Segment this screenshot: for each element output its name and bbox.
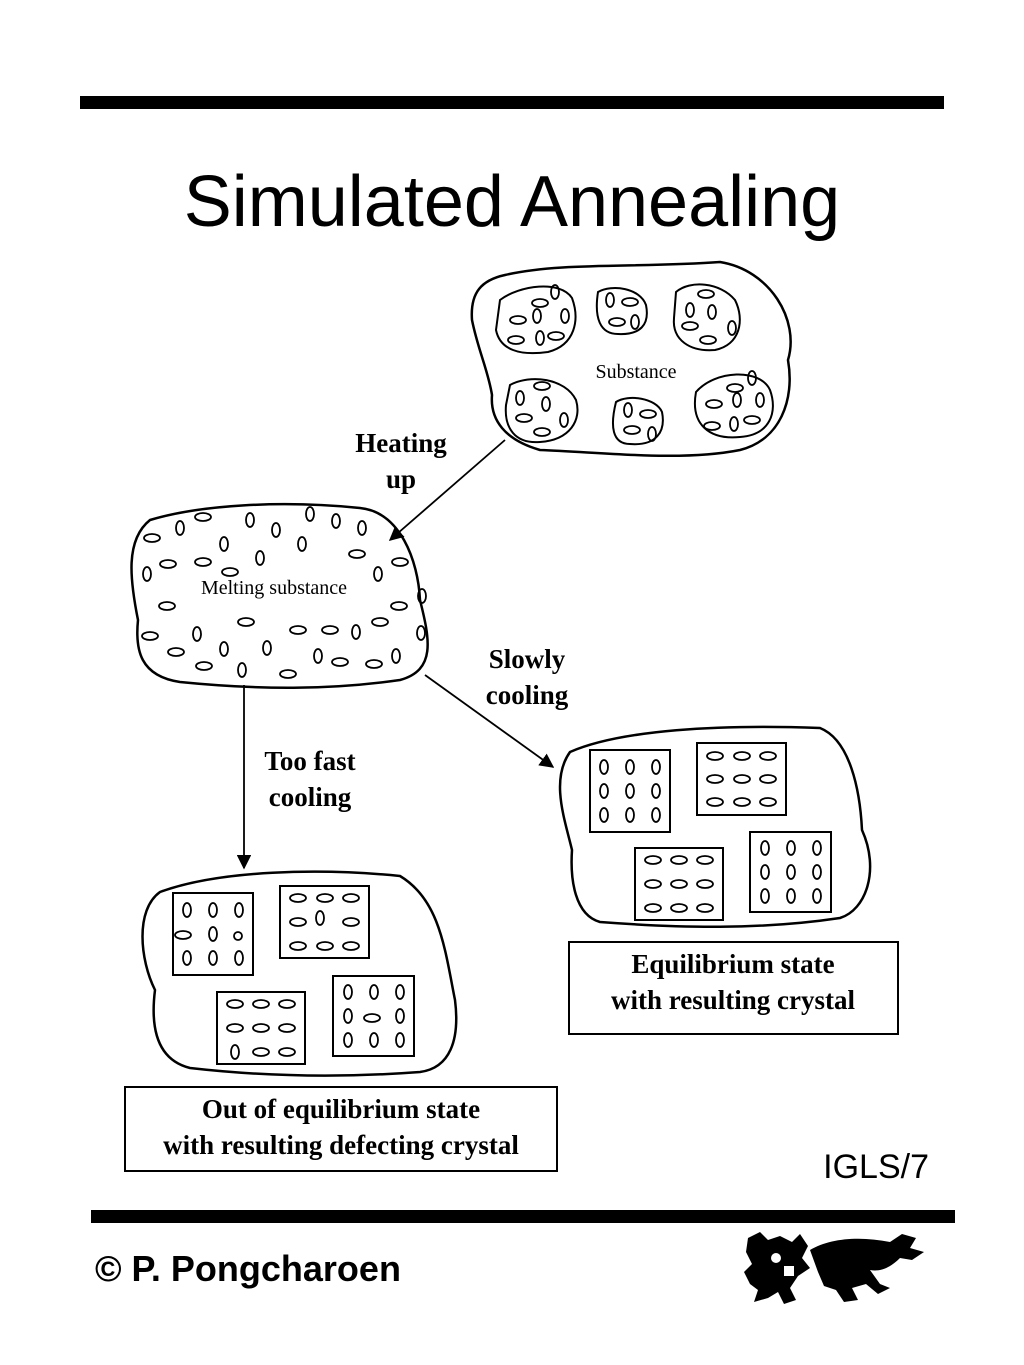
defect-caption-line2: with resulting defecting crystal xyxy=(163,1130,519,1160)
heating-label-line1: Heating xyxy=(355,428,447,458)
defect-caption-box xyxy=(124,1086,558,1172)
substance-label: Substance xyxy=(595,361,676,383)
toofast-label-line2: cooling xyxy=(269,782,352,812)
equilibrium-caption-line1: Equilibrium state xyxy=(631,949,834,979)
melting-label: Melting substance xyxy=(201,577,347,599)
slowly-label-line2: cooling xyxy=(486,680,569,710)
author-copyright: © P. Pongcharoen xyxy=(95,1248,401,1289)
toofast-label-line1: Too fast xyxy=(264,746,355,776)
substance-blob xyxy=(470,260,792,458)
equilibrium-caption-box xyxy=(568,941,899,1035)
melting-blob xyxy=(130,502,429,690)
slide-title: Simulated Annealing xyxy=(183,162,841,242)
slide-number: IGLS/7 xyxy=(823,1148,929,1186)
equilibrium-blob xyxy=(558,725,872,928)
bottom-rule xyxy=(91,1210,955,1223)
defect-blob xyxy=(141,870,458,1077)
heating-label-line2: up xyxy=(386,464,416,494)
lion-crest-icon xyxy=(744,1232,924,1304)
slowly-label-line1: Slowly xyxy=(489,644,566,674)
top-rule xyxy=(80,96,944,109)
defect-caption-line1: Out of equilibrium state xyxy=(202,1094,480,1124)
equilibrium-caption-line2: with resulting crystal xyxy=(611,985,855,1015)
